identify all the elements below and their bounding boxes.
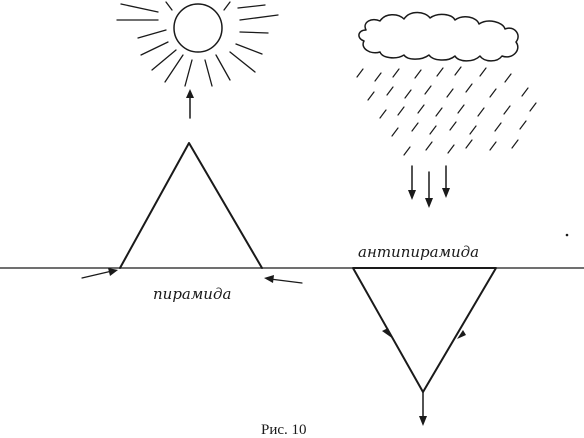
figure-caption: Рис. 10 bbox=[261, 422, 307, 438]
stray-dot bbox=[565, 233, 569, 237]
pyramid-label: пирамида bbox=[153, 285, 231, 303]
left-inflow-arrow bbox=[81, 268, 118, 279]
antipyramid-label: антипирамида bbox=[358, 243, 479, 261]
rain-icon bbox=[356, 66, 537, 156]
pyramid-shape bbox=[119, 142, 263, 269]
sun-rays bbox=[116, 1, 279, 87]
sun-disc bbox=[173, 3, 223, 53]
cloud-icon bbox=[358, 11, 519, 62]
outflow-arrow bbox=[419, 391, 427, 426]
sun-icon bbox=[116, 1, 279, 87]
antipyramid-shape bbox=[352, 267, 497, 393]
right-inflow-arrow bbox=[264, 275, 303, 284]
down-arrows bbox=[408, 165, 450, 208]
up-arrow bbox=[186, 89, 194, 119]
